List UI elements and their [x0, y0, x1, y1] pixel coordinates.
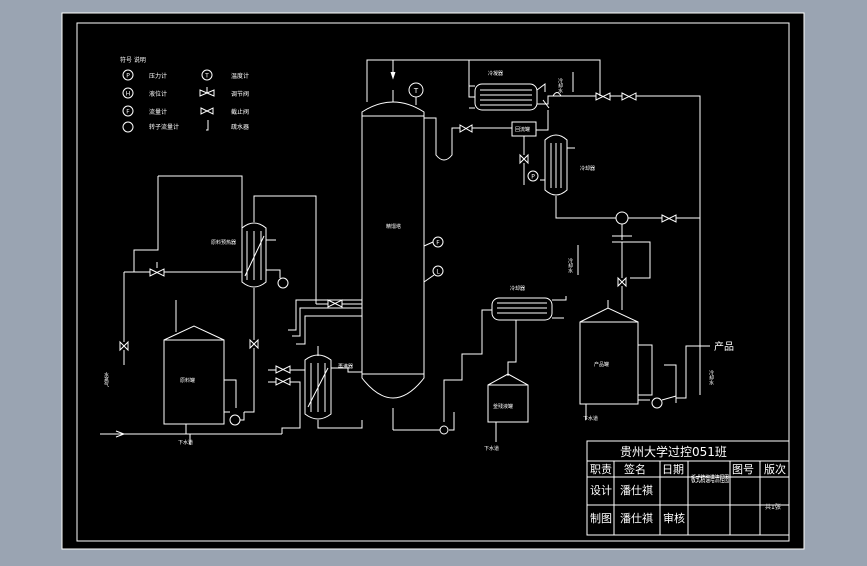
- legend-symbol-H: H: [126, 91, 131, 98]
- header-version: 版次: [764, 462, 786, 476]
- steam-label: 水蒸气: [103, 371, 109, 387]
- column-level-instrument: [432, 265, 444, 277]
- column-label: 精馏塔: [386, 223, 401, 230]
- header-sign: 签名: [624, 462, 646, 476]
- legend-label-trap: 疏水器: [231, 123, 249, 131]
- legend-label-temperature: 温度计: [231, 72, 249, 80]
- preheater-label: 原料预热器: [211, 239, 236, 246]
- drain-label-2: 下水道: [484, 445, 499, 452]
- residue-tank-label: 釜残液罐: [493, 403, 513, 410]
- cooling-water-label-2: 冷却水: [567, 257, 573, 273]
- feed-tank-label: 原料罐: [180, 377, 195, 384]
- header-role: 职责: [590, 463, 612, 476]
- legend-label-rotameter: 转子流量计: [149, 123, 179, 131]
- legend-symbol-T: T: [204, 73, 209, 80]
- legend-symbol-F: F: [126, 109, 130, 116]
- header-drawing-no: 图号: [732, 463, 754, 476]
- instrument-P-label: P: [531, 174, 535, 181]
- feed-preheater: 原料预热器: [211, 222, 267, 288]
- distillation-column: 精馏塔 T F L: [361, 82, 444, 430]
- designer-name: 潘仕祺: [620, 484, 653, 497]
- instrument-T-label: T: [413, 87, 419, 95]
- legend-label-level: 液位计: [149, 90, 167, 98]
- legend-label-globe-valve: 截止阀: [231, 108, 249, 116]
- legend-label-flow: 流量计: [149, 108, 167, 116]
- drafter-name: 潘仕祺: [620, 512, 653, 525]
- legend-symbol-P: P: [126, 73, 130, 80]
- cooling-water-label-1: 冷却水: [557, 77, 563, 93]
- instrument-F-label: F: [436, 240, 440, 247]
- school-class-title: 贵州大学过控051班: [620, 444, 727, 459]
- legend-label-pressure: 压力计: [149, 72, 167, 80]
- row-draw: 制图: [590, 512, 612, 525]
- reflux-drum-label: 回流罐: [515, 126, 530, 133]
- overhead-condenser: 冷凝器: [469, 70, 546, 111]
- instrument-L-label: L: [436, 269, 440, 276]
- product-label: 产品: [714, 340, 734, 353]
- product-tank-label: 产品罐: [594, 361, 609, 368]
- drawing-sheet: [61, 12, 805, 550]
- header-date: 日期: [662, 463, 684, 476]
- preheater-gauge: [277, 277, 289, 289]
- sheet-note: 共1张: [765, 503, 781, 511]
- product-tank: 产品罐: [579, 307, 639, 405]
- legend-title: 符号 说明: [120, 56, 146, 64]
- reboiler: 再沸器: [304, 354, 353, 420]
- reflux-pressure-instrument: [527, 170, 539, 182]
- cooler-label: 冷却器: [580, 165, 595, 172]
- product-cooler-vertical: 冷却器: [544, 134, 595, 196]
- drain-label-3: 下水道: [583, 415, 598, 422]
- residue-tank: 釜残液罐: [487, 373, 529, 423]
- residue-cooler-label: 冷却器: [510, 285, 525, 292]
- legend-label-control-valve: 调节阀: [231, 90, 249, 98]
- cooling-water-label-3: 冷却水: [708, 369, 714, 385]
- reboiler-label: 再沸器: [338, 363, 353, 370]
- drain-label-1: 下水道: [178, 439, 193, 446]
- residue-cooler: 冷却器: [491, 285, 553, 321]
- drawing-title: 板式精馏塔流程图: [691, 473, 729, 485]
- title-block: [586, 440, 790, 536]
- row-design: 设计: [590, 484, 612, 497]
- condenser-label: 冷凝器: [488, 70, 503, 77]
- legend: 符号 说明 P 压力计 T 温度计 H 液位计 调节阀 F 流量计 截止阀 转子…: [120, 56, 249, 133]
- drawing-frame: [76, 22, 790, 542]
- row-review: 审核: [663, 511, 685, 525]
- feed-tank: 原料罐: [163, 325, 225, 425]
